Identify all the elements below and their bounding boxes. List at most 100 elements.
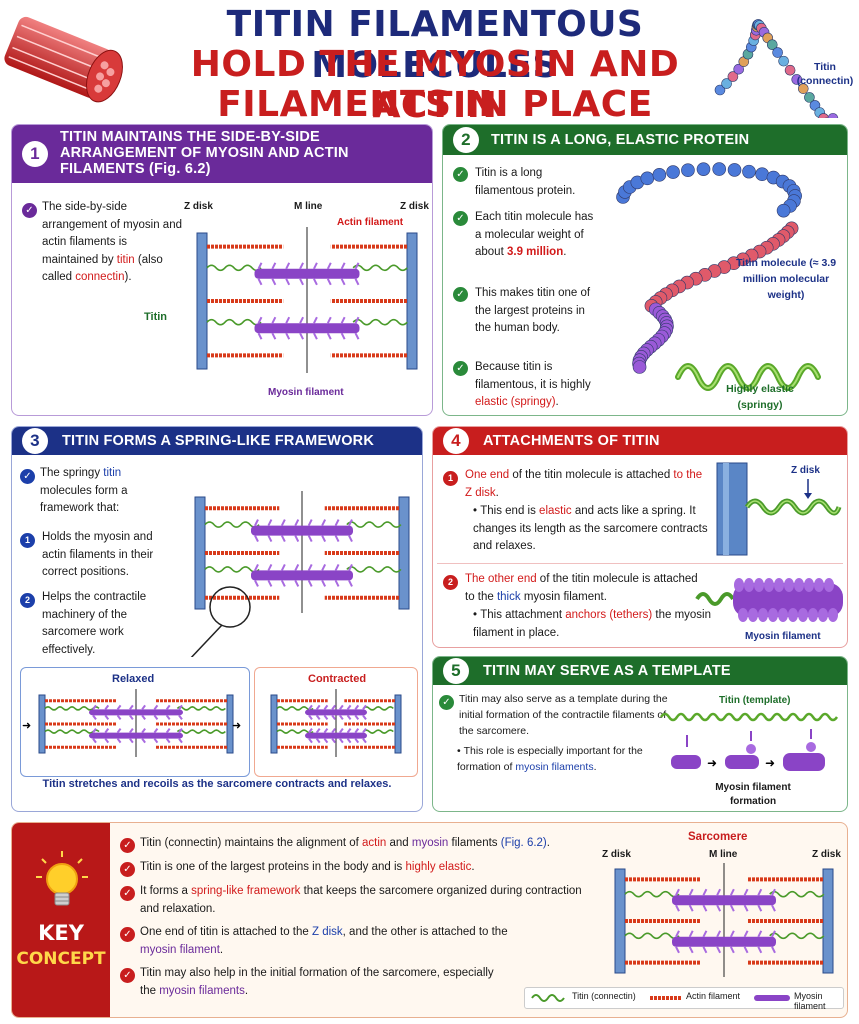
- point-1: Holds the myosin and actin filaments in …: [42, 531, 154, 578]
- template-text-2: • This role is especially important for …: [457, 745, 643, 773]
- bullet-3: This makes titin one of the largest prot…: [475, 287, 591, 334]
- attachment-1: One end of the titin molecule is attache…: [465, 469, 703, 499]
- myosin-filament-label: Myosin filament: [745, 631, 821, 642]
- titin-template-label: Titin (template): [719, 695, 791, 706]
- titin-molecule-label: Titin molecule (≈ 3.9 million molecular …: [735, 257, 837, 301]
- panel-spring-framework: 3 TITIN FORMS A SPRING-LIKE FRAMEWORK ✓ …: [11, 426, 423, 812]
- check-icon: ✓: [120, 927, 135, 942]
- panel-3-number: 3: [22, 428, 48, 454]
- legend-titin-label: Titin (connectin): [572, 991, 636, 1001]
- muscle-bundle-icon: [4, 16, 123, 103]
- divider: [437, 563, 843, 564]
- contracted-box: [254, 667, 418, 777]
- check-icon: ✓: [453, 287, 468, 302]
- number-1-icon: 1: [443, 471, 458, 486]
- point-2: Helps the contractile machinery of the s…: [42, 591, 147, 656]
- panel-3-intro: The springy titin molecules form a frame…: [40, 467, 128, 514]
- title-line-1: TITIN FILAMENTOUS MOLECULES: [226, 4, 644, 86]
- template-text-1: Titin may also serve as a template durin…: [459, 693, 668, 737]
- panel-3-heading: TITIN FORMS A SPRING-LIKE FRAMEWORK: [62, 433, 375, 449]
- sarcomere-diagram-3: [190, 491, 410, 657]
- key-point-3: It forms a spring-like framework that ke…: [140, 885, 582, 915]
- z-disk-label: Z disk: [791, 465, 820, 476]
- z-disk-left-label: Z disk: [602, 849, 631, 860]
- panel-4-heading: ATTACHMENTS OF TITIN: [483, 433, 660, 449]
- svg-text:➜: ➜: [765, 756, 775, 770]
- panel-4-header: 4 ATTACHMENTS OF TITIN: [433, 427, 847, 455]
- legend-myosin-label: Myosin filament: [794, 991, 826, 1011]
- stretch-caption: Titin stretches and recoils as the sarco…: [42, 778, 392, 790]
- legend: [524, 987, 844, 1009]
- check-icon: ✓: [120, 838, 135, 853]
- relaxed-label: Relaxed: [112, 673, 155, 685]
- m-line-label: M line: [294, 201, 323, 212]
- legend-actin-label: Actin filament: [686, 991, 741, 1001]
- check-icon: ✓: [120, 886, 135, 901]
- check-icon: ✓: [453, 167, 468, 182]
- check-icon: ✓: [439, 695, 454, 710]
- check-icon: ✓: [453, 211, 468, 226]
- contracted-sarcomere: [270, 689, 402, 757]
- attachment-1-detail: • This end is elastic and acts like a sp…: [473, 505, 708, 552]
- relaxed-box: [20, 667, 250, 777]
- concept-word: CONCEPT: [16, 949, 106, 969]
- titin-label: Titin: [144, 311, 168, 323]
- key-point-5: Titin may also help in the initial forma…: [140, 967, 494, 997]
- attachment-2-detail: • This attachment anchors (tethers) the …: [473, 609, 711, 639]
- bullet-2: Each titin molecule has a molecular weig…: [475, 211, 594, 258]
- svg-text:➜: ➜: [232, 720, 241, 732]
- titin-molecule-illustration: [616, 162, 821, 391]
- contracted-label: Contracted: [308, 673, 367, 685]
- title-line-2: HOLD THE MYOSIN AND ACTIN: [190, 44, 680, 126]
- z-disk-left-label: Z disk: [184, 201, 213, 212]
- titin-connectin-label: Titin (connectin): [796, 61, 854, 87]
- relaxed-sarcomere: ➜➜: [22, 689, 241, 757]
- key-point-4: One end of titin is attached to the Z di…: [140, 926, 508, 956]
- panel-1-header: 1 TITIN MAINTAINS THE SIDE-BY-SIDE ARRAN…: [12, 125, 432, 183]
- legend-myosin-swatch: [754, 995, 790, 1001]
- bullet-4: Because titin is filamentous, it is high…: [475, 361, 591, 408]
- template-formation-illustration: ➜ ➜: [659, 712, 839, 771]
- legend-titin-swatch: [531, 994, 565, 1002]
- attachment-2: The other end of the titin molecule is a…: [465, 573, 698, 603]
- svg-text:➜: ➜: [707, 756, 717, 770]
- panel-template: 5 TITIN MAY SERVE AS A TEMPLATE ✓ Titin …: [432, 656, 848, 812]
- z-disk-right-label: Z disk: [812, 849, 841, 860]
- z-disk-right-label: Z disk: [400, 201, 429, 212]
- z-disk-attachment-illustration: [716, 462, 842, 556]
- panel-1-heading: TITIN MAINTAINS THE SIDE-BY-SIDE ARRANGE…: [60, 129, 349, 177]
- panel-3-header: 3 TITIN FORMS A SPRING-LIKE FRAMEWORK: [12, 427, 422, 455]
- sarcomere-label: Sarcomere: [688, 831, 748, 843]
- number-1-icon: 1: [20, 533, 35, 548]
- svg-text:➜: ➜: [22, 720, 31, 732]
- sarcomere-diagram-1: [196, 227, 418, 373]
- panel-5-header: 5 TITIN MAY SERVE AS A TEMPLATE: [433, 657, 847, 685]
- titin-bead-chain-icon: [714, 19, 839, 118]
- panel-4-number: 4: [443, 428, 469, 454]
- check-icon: ✓: [120, 968, 135, 983]
- bullet-1: Titin is a long filamentous protein.: [475, 167, 576, 197]
- key-concept-panel: KEY CONCEPT ✓ Titin (connectin) maintain…: [11, 822, 848, 1018]
- check-icon: ✓: [453, 361, 468, 376]
- title-line-3: FILAMENTS IN PLACE: [217, 84, 653, 125]
- panel-attachments: 4 ATTACHMENTS OF TITIN 1 One end of the …: [432, 426, 848, 648]
- check-icon: ✓: [120, 862, 135, 877]
- panel-2-heading: TITIN IS A LONG, ELASTIC PROTEIN: [491, 132, 750, 148]
- panel-5-heading: TITIN MAY SERVE AS A TEMPLATE: [483, 663, 731, 679]
- sarcomere-diagram-key: [614, 863, 834, 977]
- myosin-attachment-illustration: [695, 578, 843, 622]
- check-icon: ✓: [22, 203, 37, 218]
- panel-5-number: 5: [443, 658, 469, 684]
- myosin-filament-label: Myosin filament: [268, 387, 344, 398]
- key-word: KEY: [38, 921, 84, 945]
- panel-titin-arrangement: 1 TITIN MAINTAINS THE SIDE-BY-SIDE ARRAN…: [11, 124, 433, 416]
- panel-long-elastic: 2 TITIN IS A LONG, ELASTIC PROTEIN ✓ Tit…: [442, 124, 848, 416]
- myosin-formation-label: Myosin filament formation: [715, 782, 791, 807]
- m-line-label: M line: [709, 849, 738, 860]
- key-point-2: Titin is one of the largest proteins in …: [140, 861, 475, 873]
- panel-1-text: The side-by-side arrangement of myosin a…: [42, 201, 182, 283]
- panel-2-number: 2: [453, 127, 479, 153]
- panel-2-header: 2 TITIN IS A LONG, ELASTIC PROTEIN: [443, 125, 847, 155]
- key-point-1: Titin (connectin) maintains the alignmen…: [140, 837, 550, 849]
- number-2-icon: 2: [20, 593, 35, 608]
